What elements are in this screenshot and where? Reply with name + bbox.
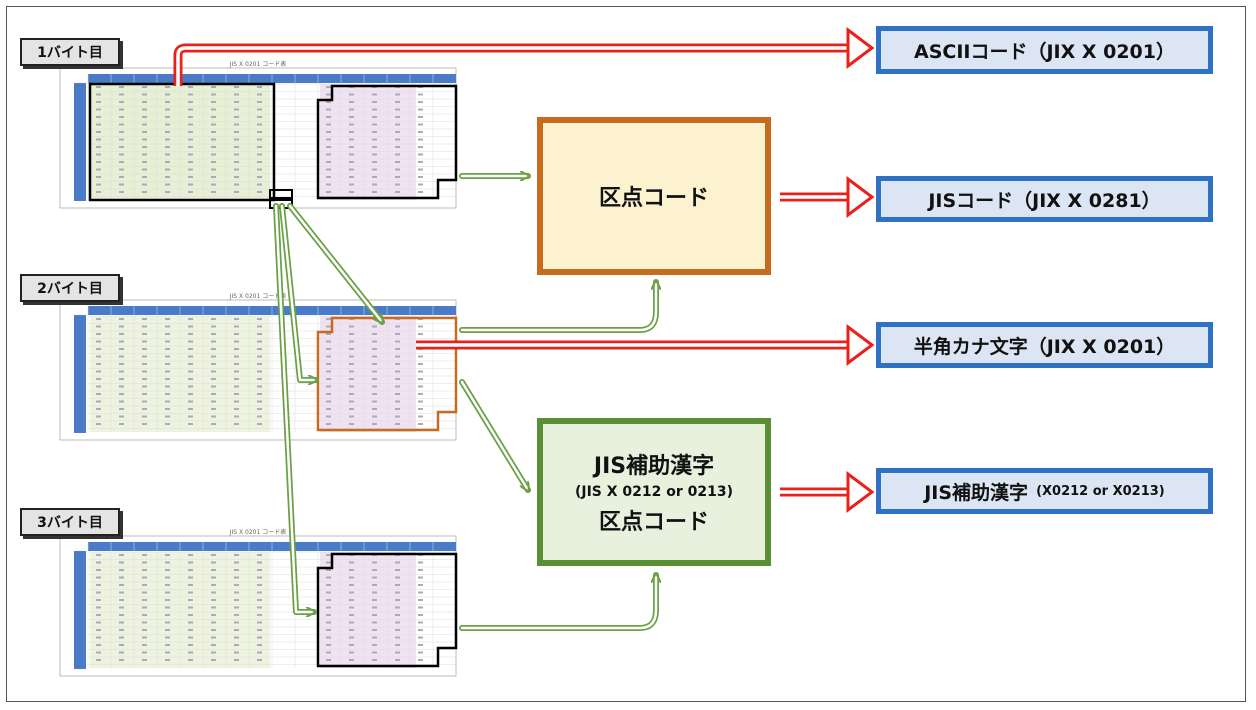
byte1-to-byte3-arrow (273, 203, 317, 612)
byte1-table-caption: JIS X 0201 コード表 (229, 60, 286, 68)
diagram-frame (6, 6, 1246, 702)
hojo-kanji-title: JIS補助漢字 (593, 454, 715, 479)
ascii-output-label: ASCIIコード（JIX X 0201） (913, 40, 1176, 63)
hojo-kanji-box: JIS補助漢字 (JIS X 0212 or 0213) 区点コード (537, 418, 771, 566)
hojo-kanji-kuten: 区点コード (598, 510, 709, 535)
byte1-label: 1バイト目 (20, 38, 120, 66)
jis-output-label: JISコード（JIX X 0281） (928, 189, 1161, 212)
hojo-output-box: JIS補助漢字 (X0212 or X0213) (876, 468, 1213, 514)
byte2-table-caption: JIS X 0201 コード表 (229, 292, 286, 300)
byte3-code-table: JIS X 0201 コード表 (59, 528, 458, 677)
byte3-label: 3バイト目 (20, 508, 120, 536)
kuten-code-label: 区点コード (598, 186, 709, 211)
kana-output-box: 半角カナ文字（JIX X 0201） (876, 322, 1213, 368)
hojo-output-sub: (X0212 or X0213) (1036, 483, 1165, 499)
byte1-to-byte2-arrow (279, 203, 319, 380)
ascii-red-arrow (173, 27, 875, 86)
jis-output-box: JISコード（JIX X 0281） (876, 176, 1213, 222)
byte2-to-hojo-arrow (459, 379, 531, 490)
byte1-marker-a (269, 189, 293, 199)
hojo-red-arrow (780, 471, 875, 513)
byte2-label: 2バイト目 (20, 274, 120, 302)
byte3-table-caption: JIS X 0201 コード表 (229, 528, 286, 536)
byte3-to-hojo-arrow (459, 572, 656, 631)
hojo-kanji-standard: (JIS X 0212 or 0213) (574, 484, 734, 500)
jis-red-arrow (780, 176, 875, 218)
kuten-code-box: 区点コード (537, 117, 771, 275)
kana-output-label: 半角カナ文字（JIX X 0201） (913, 335, 1176, 358)
kana-red-arrow (416, 324, 875, 366)
byte1-to-byte2-kana-arrow (287, 203, 385, 322)
ascii-output-box: ASCIIコード（JIX X 0201） (876, 26, 1213, 74)
byte2-code-table: JIS X 0201 コード表 (59, 292, 458, 441)
hojo-output-label: JIS補助漢字 (924, 481, 1029, 504)
byte1-code-table: JIS X 0201 コード表 (59, 60, 458, 209)
byte2-to-kuten-arrow (459, 279, 656, 333)
